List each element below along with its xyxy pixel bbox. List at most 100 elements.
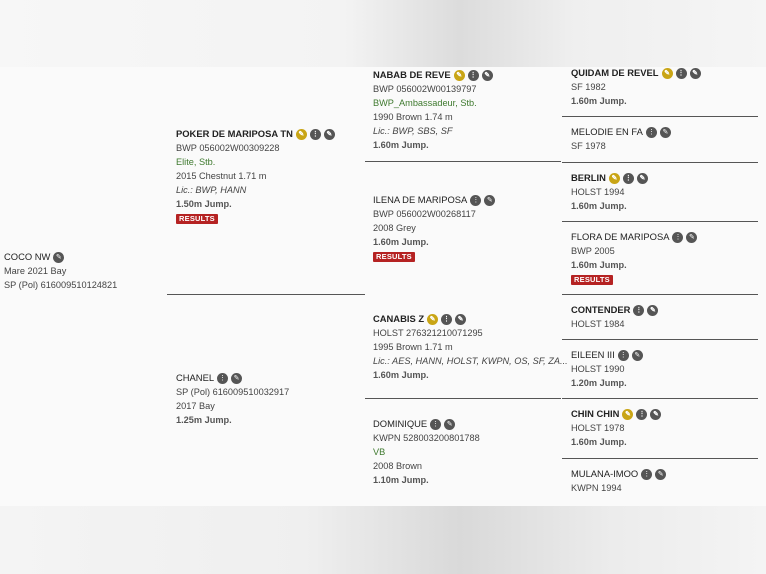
pedigree-tree-icon[interactable] [617,349,629,361]
sire-registration: BWP 056002W00309228 [176,143,280,153]
pedigree-tree-icon[interactable] [675,67,687,79]
gg-name-row: FLORA DE MARIPOSA [571,230,698,244]
dam-sire-name[interactable]: CANABIS Z [373,313,425,324]
dam-dam-note: VB [373,447,386,457]
dam-dam-details: 2008 Brown [373,461,423,471]
edit-pencil-icon[interactable] [444,418,456,430]
gg-name[interactable]: CONTENDER [571,304,631,315]
pencil-gold-icon[interactable] [608,172,620,184]
sire-name[interactable]: POKER DE MARIPOSA TN [176,128,293,139]
sire-dam-results-button[interactable]: RESULTS [373,252,415,262]
main-horse-name[interactable]: COCO NW [4,251,51,262]
dam-dam-card: DOMINIQUE KWPN 528003200801788 VB 2008 B… [373,417,480,487]
pedigree-tree-icon[interactable] [430,418,442,430]
divider-ds-dd [365,398,561,399]
sire-jump: 1.50m Jump. [176,199,232,209]
sire-sire-name-row: NABAB DE REVE [373,68,493,82]
dam-name[interactable]: CHANEL [176,372,215,383]
gg-name-row: MULANA-IMOO [571,467,667,481]
divider-g2-g3 [562,162,758,163]
pencil-gold-icon[interactable] [453,69,465,81]
main-horse-name-row: COCO NW [4,250,117,264]
pencil-gold-icon[interactable] [622,408,634,420]
pedigree-tree-icon[interactable] [217,372,229,384]
edit-pencil-icon[interactable] [455,313,467,325]
gg-registration: SF 1978 [571,141,606,151]
edit-pencil-icon[interactable] [53,251,65,263]
dam-registration: SP (Pol) 616009510032917 [176,387,290,397]
gg-card-1: QUIDAM DE REVEL SF 1982 1.60m Jump. [571,66,701,108]
pedigree-tree-icon[interactable] [645,126,657,138]
gg-name-row: BERLIN [571,171,648,185]
main-horse-sex-year-color: Mare 2021 Bay [4,266,67,276]
sire-card: POKER DE MARIPOSA TN BWP 056002W00309228… [176,127,335,225]
edit-pencil-icon[interactable] [659,126,671,138]
sire-results-button[interactable]: RESULTS [176,214,218,224]
sire-sire-registration: BWP 056002W00139797 [373,84,477,94]
pencil-gold-icon[interactable] [427,313,439,325]
blurred-footer-background [0,506,766,574]
pencil-gold-icon[interactable] [295,128,307,140]
sire-dam-jump: 1.60m Jump. [373,237,429,247]
pedigree-sheet [0,67,766,506]
gg-name-row: CHIN CHIN [571,407,662,421]
dam-sire-licences: Lic.: AES, HANN, HOLST, KWPN, OS, SF, ZA… [373,356,568,366]
pedigree-tree-icon[interactable] [641,468,653,480]
pedigree-tree-icon[interactable] [467,69,479,81]
edit-pencil-icon[interactable] [647,304,659,316]
dam-card: CHANEL SP (Pol) 616009510032917 2017 Bay… [176,371,289,427]
gg-registration: SF 1982 [571,82,606,92]
dam-dam-name-row: DOMINIQUE [373,417,480,431]
gg-name-row: EILEEN III [571,348,643,362]
gg-name-row: CONTENDER [571,303,659,317]
pedigree-tree-icon[interactable] [470,194,482,206]
sire-name-row: POKER DE MARIPOSA TN [176,127,335,141]
pedigree-tree-icon[interactable] [633,304,645,316]
pedigree-tree-icon[interactable] [309,128,321,140]
divider-g1-g2 [562,116,758,117]
edit-pencil-icon[interactable] [686,231,698,243]
edit-pencil-icon[interactable] [231,372,243,384]
dam-sire-registration: HOLST 276321210071295 [373,328,483,338]
edit-pencil-icon[interactable] [689,67,701,79]
edit-pencil-icon[interactable] [323,128,335,140]
gg-name[interactable]: QUIDAM DE REVEL [571,67,659,78]
gg-name[interactable]: EILEEN III [571,349,615,360]
gg-registration: HOLST 1978 [571,423,625,433]
gg-name-row: QUIDAM DE REVEL [571,66,701,80]
gg-name[interactable]: MULANA-IMOO [571,468,639,479]
pedigree-tree-icon[interactable] [441,313,453,325]
sire-dam-name[interactable]: ILENA DE MARIPOSA [373,194,468,205]
gg-name[interactable]: CHIN CHIN [571,408,620,419]
gg-results-button[interactable]: RESULTS [571,275,613,285]
gg-jump: 1.60m Jump. [571,201,627,211]
main-horse-registration: SP (Pol) 616009510124821 [4,280,118,290]
gg-registration: HOLST 1984 [571,319,625,329]
gg-name[interactable]: MELODIE EN FA [571,126,643,137]
gg-name[interactable]: BERLIN [571,172,606,183]
edit-pencil-icon[interactable] [655,468,667,480]
dam-details: 2017 Bay [176,401,215,411]
sire-sire-jump: 1.60m Jump. [373,140,429,150]
gg-registration: BWP 2005 [571,246,615,256]
edit-pencil-icon[interactable] [631,349,643,361]
dam-sire-jump: 1.60m Jump. [373,370,429,380]
gg-jump: 1.60m Jump. [571,260,627,270]
gg-card-6: EILEEN III HOLST 1990 1.20m Jump. [571,348,643,390]
edit-pencil-icon[interactable] [650,408,662,420]
pencil-gold-icon[interactable] [661,67,673,79]
pedigree-tree-icon[interactable] [672,231,684,243]
pedigree-tree-icon[interactable] [622,172,634,184]
dam-dam-name[interactable]: DOMINIQUE [373,418,428,429]
edit-pencil-icon[interactable] [636,172,648,184]
sire-sire-name[interactable]: NABAB DE REVE [373,69,451,80]
pedigree-tree-icon[interactable] [636,408,648,420]
edit-pencil-icon[interactable] [484,194,496,206]
edit-pencil-icon[interactable] [481,69,493,81]
gg-jump: 1.20m Jump. [571,378,627,388]
sire-sire-licences: Lic.: BWP, SBS, SF [373,126,453,136]
sire-licences: Lic.: BWP, HANN [176,185,247,195]
gg-registration: HOLST 1990 [571,364,625,374]
gg-name[interactable]: FLORA DE MARIPOSA [571,231,670,242]
gg-card-7: CHIN CHIN HOLST 1978 1.60m Jump. [571,407,662,449]
